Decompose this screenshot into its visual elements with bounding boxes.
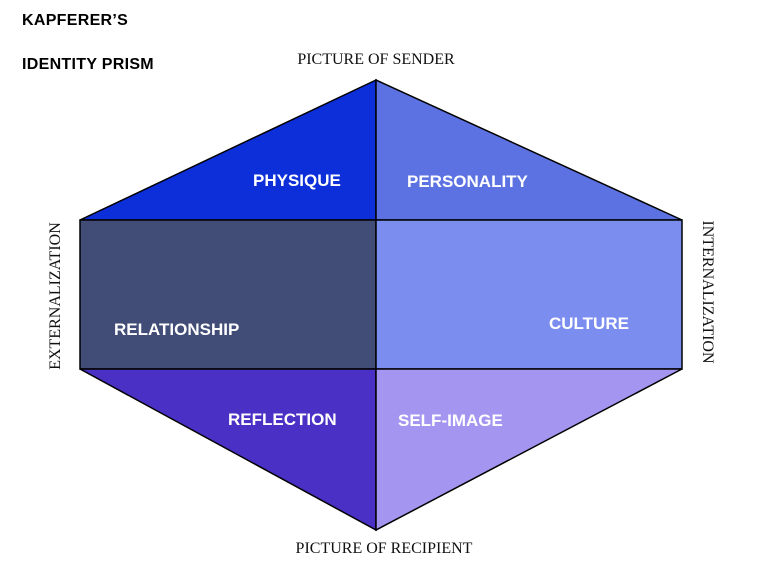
axis-label-sender: PICTURE OF SENDER	[297, 51, 455, 68]
facet-physique	[79, 78, 377, 221]
facet-relationship	[79, 219, 377, 370]
title-line-2: IDENTITY PRISM	[22, 56, 154, 73]
facet-label-culture: CULTURE	[549, 314, 629, 333]
facet-label-physique: PHYSIQUE	[253, 171, 341, 190]
axis-label-recipient: PICTURE OF RECIPIENT	[295, 540, 473, 557]
facet-reflection	[79, 368, 377, 532]
facet-label-relationship: RELATIONSHIP	[114, 320, 239, 339]
facet-self-image	[375, 368, 683, 532]
facet-label-self-image: SELF-IMAGE	[398, 411, 503, 430]
facet-label-personality: PERSONALITY	[407, 172, 529, 191]
facet-culture	[375, 219, 683, 370]
facet-personality	[375, 78, 683, 221]
title-line-1: KAPFERER’S	[22, 12, 129, 29]
facet-label-reflection: REFLECTION	[228, 410, 337, 429]
